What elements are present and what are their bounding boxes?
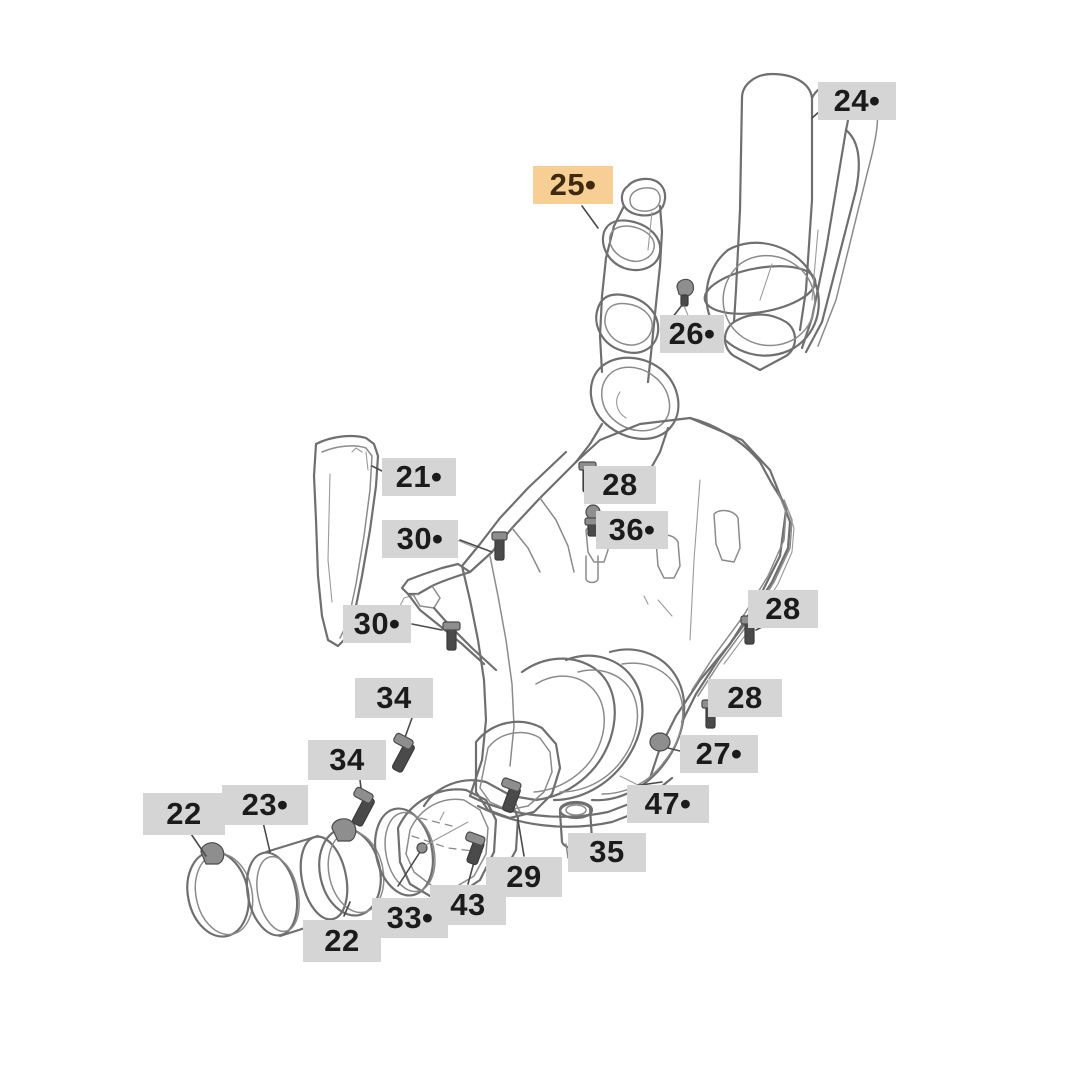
callout-label-28a[interactable]: 28 — [584, 466, 656, 504]
callout-label-22a[interactable]: 22 — [143, 793, 225, 835]
callout-label-36[interactable]: 36• — [596, 511, 668, 549]
callout-label-34b[interactable]: 34 — [308, 740, 386, 780]
part-29-bolt — [501, 777, 525, 857]
callout-label-35[interactable]: 35 — [568, 833, 646, 872]
part-main-intake-manifold — [396, 416, 795, 898]
callout-label-30a[interactable]: 30• — [382, 520, 458, 558]
callout-label-30b[interactable]: 30• — [343, 605, 411, 643]
part-22-hose-clamp-right — [318, 818, 385, 917]
callout-label-27[interactable]: 27• — [680, 735, 758, 773]
callout-label-22b[interactable]: 22 — [303, 920, 381, 962]
part-26-clip-fastener — [676, 278, 695, 321]
part-30-screws — [411, 531, 508, 651]
callout-label-21[interactable]: 21• — [382, 458, 456, 496]
callout-label-28c[interactable]: 28 — [708, 679, 782, 717]
callout-label-25[interactable]: 25• — [533, 166, 613, 204]
part-33-screw — [397, 821, 469, 887]
part-43-bolt — [465, 831, 486, 885]
part-22-hose-clamp-left — [184, 824, 254, 938]
part-21-side-panel — [312, 434, 380, 648]
part-23-coupling-sleeve — [245, 821, 349, 938]
part-inlet-ring — [374, 807, 436, 897]
callout-label-33[interactable]: 33• — [372, 898, 448, 938]
callout-label-26[interactable]: 26• — [660, 315, 724, 353]
callout-label-24[interactable]: 24• — [818, 82, 896, 120]
callout-label-29[interactable]: 29 — [486, 857, 562, 897]
callout-label-34a[interactable]: 34 — [355, 678, 433, 718]
part-34-bolts — [352, 717, 415, 827]
callout-label-23[interactable]: 23• — [222, 785, 308, 825]
callout-label-47[interactable]: 47• — [627, 785, 709, 823]
callout-label-28b[interactable]: 28 — [748, 590, 818, 628]
part-25-intake-tube — [574, 177, 680, 472]
